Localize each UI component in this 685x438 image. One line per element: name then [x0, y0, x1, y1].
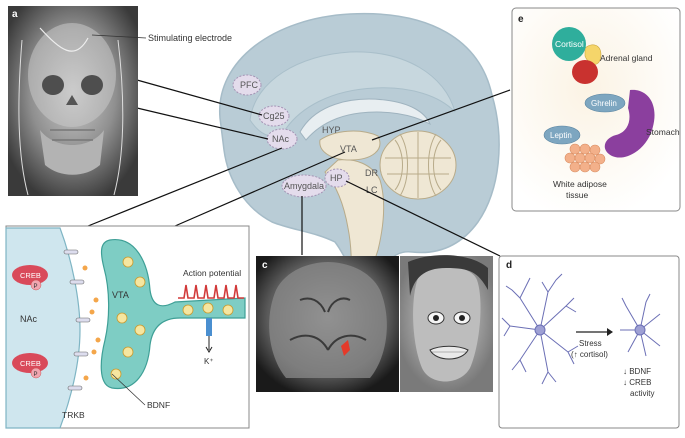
label-amygdala: Amygdala [284, 181, 324, 191]
brain-illustration: PFC Cg25 NAc HYP VTA DR LC HP Amygdala [219, 12, 500, 293]
adipose-label-line2: tissue [566, 190, 588, 200]
k-ion-label: K⁺ [204, 357, 214, 366]
action-potential-label: Action potential [183, 268, 241, 278]
panel-e: e Cortisol Adrenal gland Ghrelin Stomach… [511, 7, 681, 212]
cerebellum [379, 130, 457, 200]
label-vta: VTA [340, 144, 357, 154]
label-cg25: Cg25 [263, 111, 285, 121]
label-dr: DR [365, 168, 378, 178]
trkb-receptors [63, 249, 91, 391]
nac-cell-label: NAc [20, 314, 38, 324]
creb-top-label: CREB [20, 271, 41, 280]
adipose-cells [564, 143, 606, 173]
label-lc: LC [366, 185, 378, 195]
creb-decrease-label: ↓ CREB [623, 378, 651, 387]
ghrelin-bubble [584, 93, 626, 113]
stress-label: Stress [579, 339, 602, 348]
activity-label: activity [630, 389, 654, 398]
panel-b: b NAc CREB P CREB P TRKB VTA Act [5, 225, 250, 429]
panel-a: a Stimulating electrode [8, 6, 232, 196]
vta-neuron [100, 239, 246, 390]
action-potential-trace [178, 284, 244, 299]
thalamus [319, 130, 381, 161]
panel-d: d Stress (↑ cortisol) ↓ BDNF ↓ CREB acti… [498, 255, 680, 429]
nac-cell [5, 227, 81, 429]
creb-top [12, 265, 48, 285]
cortisol-bubble [552, 27, 586, 61]
label-hp: HP [330, 173, 343, 183]
region-hp [324, 168, 350, 188]
bdnf-vesicles [110, 256, 234, 380]
creb-bottom-label: CREB [20, 359, 41, 368]
panel-a-letter: a [12, 9, 18, 20]
region-amygdala [281, 174, 327, 198]
adipose-label-line1: White adipose [553, 179, 607, 189]
cortisol-label: Cortisol [555, 39, 584, 49]
vta-label: VTA [112, 290, 129, 300]
leptin-label: Leptin [550, 131, 572, 140]
k-channel [206, 318, 212, 336]
healthy-neuron [501, 273, 579, 385]
panel-c-letter: c [262, 260, 268, 271]
panel-d-letter: d [506, 260, 512, 271]
trkb-label: TRKB [62, 410, 85, 420]
stomach-shape [604, 89, 655, 158]
label-hyp: HYP [322, 125, 341, 135]
cortisol-rise-label: (↑ cortisol) [571, 350, 608, 359]
adrenal-gland-shape [584, 44, 602, 65]
kidney-shape [572, 60, 598, 84]
region-cg25 [258, 105, 290, 127]
p-top-label: P [34, 284, 38, 290]
panel-e-letter: e [518, 14, 524, 25]
atrophied-neuron [620, 293, 661, 357]
leptin-bubble [543, 125, 581, 145]
label-pfc: PFC [240, 80, 259, 90]
bdnf-decrease-label: ↓ BDNF [623, 367, 651, 376]
stimulating-electrode-label: Stimulating electrode [148, 33, 232, 43]
creb-bottom [12, 353, 48, 373]
connector-lines [87, 79, 511, 257]
region-pfc [232, 74, 262, 96]
bdnf-label: BDNF [147, 400, 170, 410]
released-bdnf [82, 265, 101, 381]
ghrelin-label: Ghrelin [591, 99, 617, 108]
p-bottom-label: P [34, 372, 38, 378]
stomach-label: Stomach [646, 127, 680, 137]
corpus-callosum [299, 98, 432, 141]
panel-c: c [256, 255, 493, 392]
panel-d-frame [498, 255, 680, 429]
label-nac: NAc [272, 134, 290, 144]
mri-activation-spot [341, 340, 350, 356]
adrenal-gland-label: Adrenal gland [600, 53, 653, 63]
